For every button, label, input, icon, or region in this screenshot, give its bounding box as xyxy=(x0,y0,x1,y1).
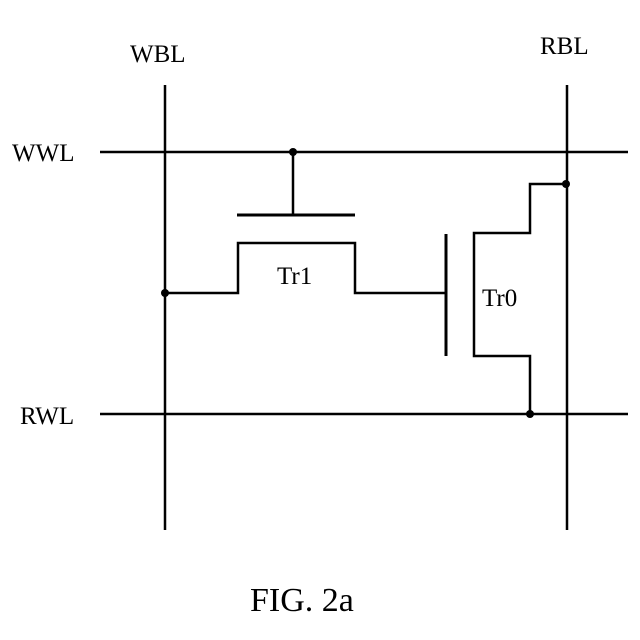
figure-caption: FIG. 2a xyxy=(250,582,354,619)
tr0-label: Tr0 xyxy=(482,285,517,312)
junction-rwl-tr0-dot xyxy=(526,410,534,418)
wbl-label: WBL xyxy=(130,41,186,68)
rbl-label: RBL xyxy=(540,33,589,60)
wwl-label: WWL xyxy=(12,140,74,167)
junction-wbl-tr1-dot xyxy=(161,289,169,297)
junction-rbl-tr0-dot xyxy=(562,180,570,188)
tr1-label: Tr1 xyxy=(277,263,312,290)
rwl-label: RWL xyxy=(20,403,74,430)
junction-wwl-tr1-dot xyxy=(289,148,297,156)
